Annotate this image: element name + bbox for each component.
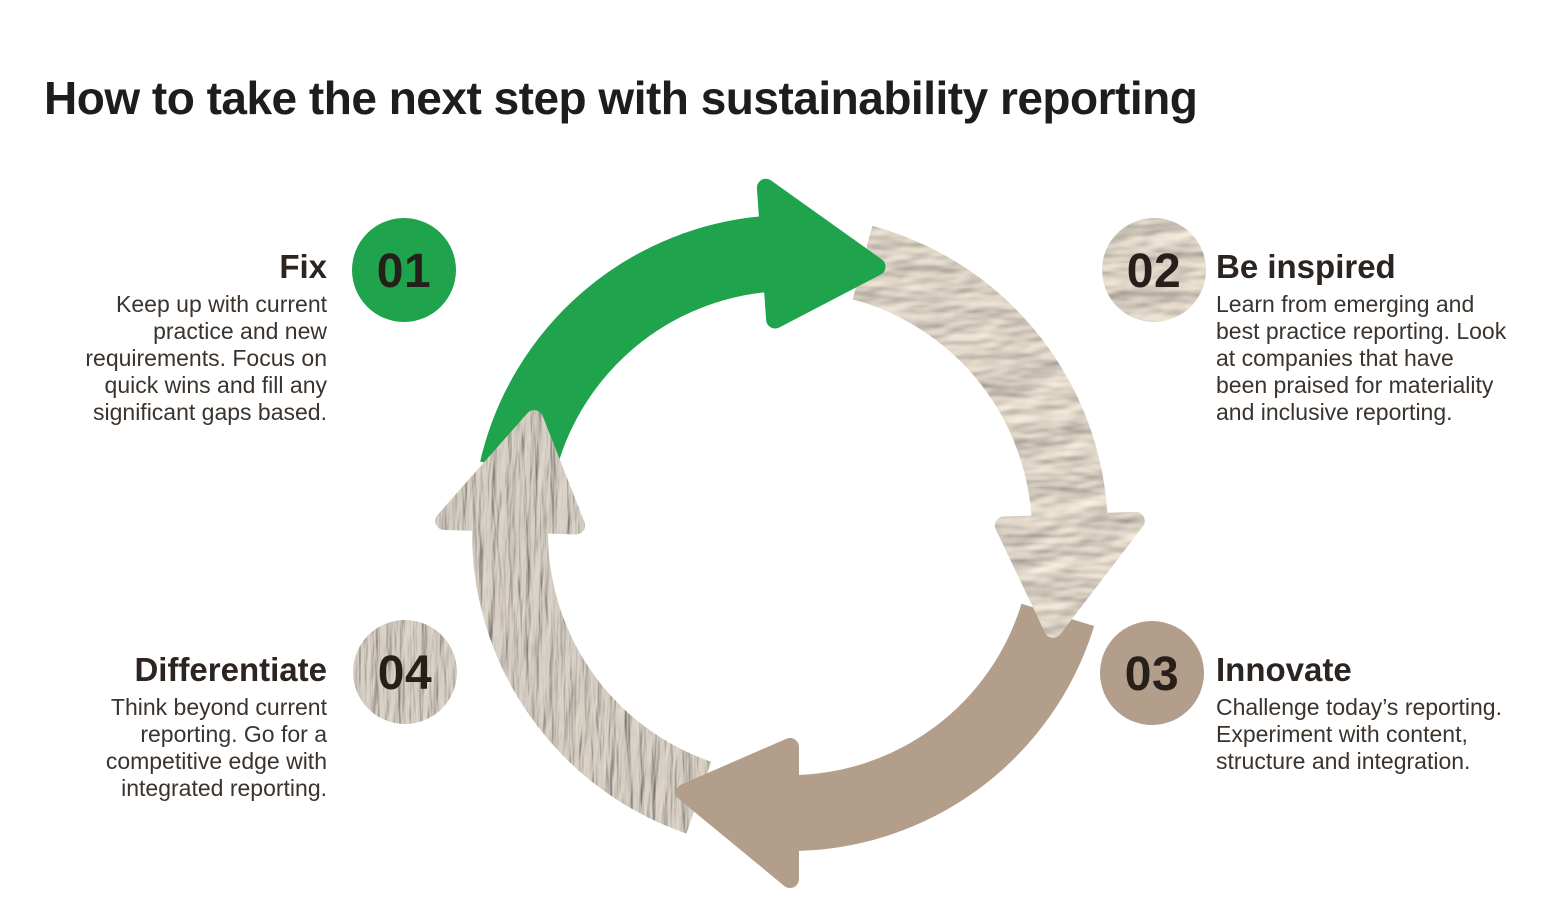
arrow-step4 bbox=[435, 410, 712, 834]
step-description: Challenge today’s reporting. Experiment … bbox=[1216, 694, 1502, 774]
badge-step2-number: 02 bbox=[1127, 245, 1181, 298]
step-heading: Be inspired bbox=[1216, 248, 1396, 285]
cycle-arrows bbox=[435, 178, 1145, 888]
badge-step4-number: 04 bbox=[378, 647, 432, 700]
step-block-be-inspired: Be inspired Learn from emerging and best… bbox=[1216, 248, 1544, 426]
step-description: Learn from emerging and best practice re… bbox=[1216, 291, 1507, 425]
step-block-differentiate: Differentiate Think beyond current repor… bbox=[35, 651, 327, 802]
page-title: How to take the next step with sustainab… bbox=[44, 71, 1198, 124]
badge-step1-circle bbox=[352, 218, 456, 322]
step-heading: Differentiate bbox=[134, 651, 327, 688]
arrow-step3-head bbox=[676, 738, 799, 888]
step-description: Think beyond current reporting. Go for a… bbox=[105, 694, 327, 801]
arrow-step4-body bbox=[472, 521, 712, 834]
badge-step2-circle bbox=[1102, 218, 1206, 322]
badge-step3-number: 03 bbox=[1125, 648, 1179, 701]
badge-step3-circle bbox=[1100, 621, 1204, 725]
arrow-step2-body bbox=[852, 225, 1108, 526]
badge-step1-number: 01 bbox=[377, 245, 431, 298]
arrow-step4-head bbox=[435, 410, 586, 535]
arrow-step2-head bbox=[994, 511, 1145, 638]
arrow-step1-head bbox=[756, 178, 886, 329]
step-block-fix: Fix Keep up with current practice and ne… bbox=[35, 248, 327, 426]
step-description: Keep up with current practice and new re… bbox=[85, 291, 327, 425]
step-heading: Innovate bbox=[1216, 651, 1352, 688]
arrow-step1-body bbox=[480, 215, 774, 480]
step-block-innovate: Innovate Challenge today’s reporting. Ex… bbox=[1216, 651, 1544, 775]
step-heading: Fix bbox=[279, 248, 327, 285]
badge-step4-circle bbox=[353, 620, 457, 724]
arrow-step2 bbox=[852, 225, 1145, 638]
arrow-step3-body bbox=[789, 603, 1095, 851]
